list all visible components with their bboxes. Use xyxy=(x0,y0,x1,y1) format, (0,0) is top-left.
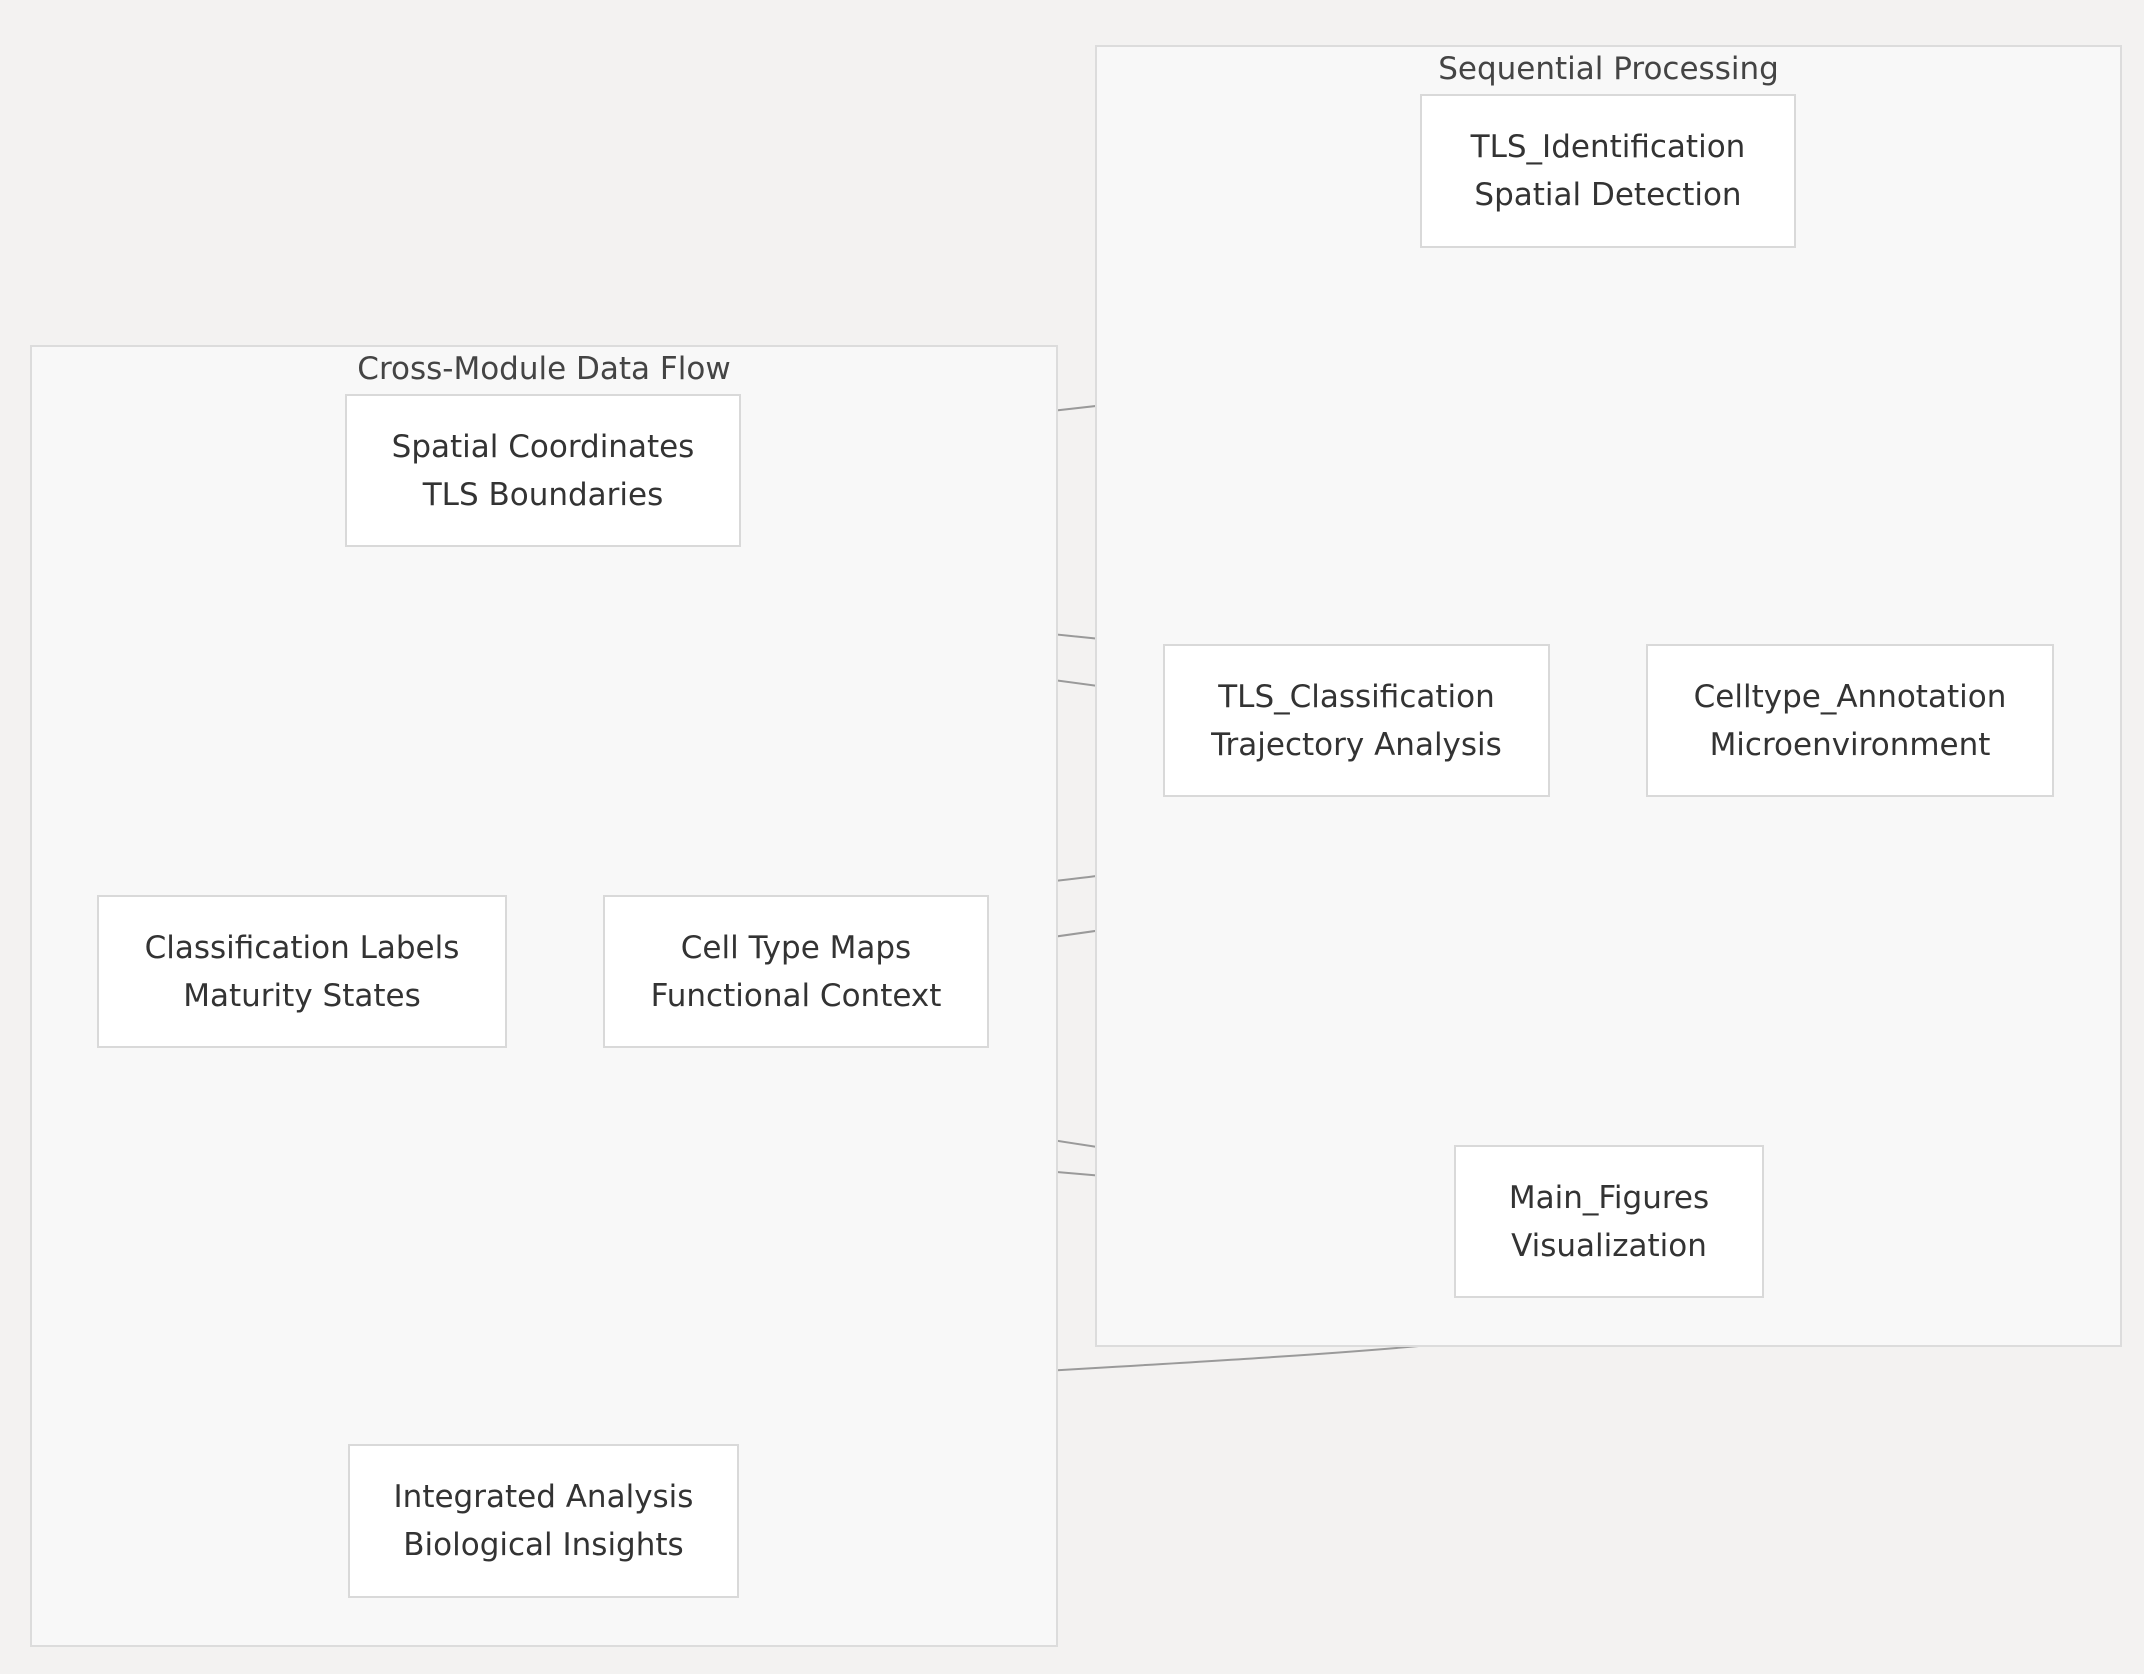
node-cell-type-maps[interactable]: Cell Type Maps Functional Context xyxy=(603,895,989,1048)
node-line-1: TLS_Classification xyxy=(1218,678,1495,715)
node-spatial-coordinates[interactable]: Spatial Coordinates TLS Boundaries xyxy=(345,394,741,547)
node-line-2: Biological Insights xyxy=(403,1527,684,1563)
node-line-2: Maturity States xyxy=(183,977,421,1014)
node-line-2: Functional Context xyxy=(650,977,942,1014)
node-line-1: Celltype_Annotation xyxy=(1693,678,2007,715)
node-tls-classification[interactable]: TLS_Classification Trajectory Analysis xyxy=(1163,644,1550,797)
node-line-1: Main_Figures xyxy=(1508,1179,1710,1216)
cluster-title: Sequential Processing xyxy=(1438,51,1779,87)
node-tls-identification[interactable]: TLS_Identification Spatial Detection xyxy=(1420,94,1796,248)
node-line-2: TLS Boundaries xyxy=(422,476,664,513)
node-line-2: Microenvironment xyxy=(1709,726,1991,763)
node-line-2: Trajectory Analysis xyxy=(1211,726,1502,763)
cluster-title: Cross-Module Data Flow xyxy=(357,351,731,387)
node-integrated-analysis[interactable]: Integrated Analysis Biological Insights xyxy=(348,1444,739,1598)
node-classification-labels[interactable]: Classification Labels Maturity States xyxy=(97,895,507,1048)
node-main-figures[interactable]: Main_Figures Visualization xyxy=(1454,1145,1764,1298)
node-celltype-annotation[interactable]: Celltype_Annotation Microenvironment xyxy=(1646,644,2054,797)
node-line-1: Cell Type Maps xyxy=(680,929,912,966)
node-line-1: Classification Labels xyxy=(144,929,460,966)
node-line-1: TLS_Identification xyxy=(1470,129,1746,165)
node-line-2: Visualization xyxy=(1511,1227,1707,1264)
node-line-1: Spatial Coordinates xyxy=(391,428,695,465)
node-line-2: Spatial Detection xyxy=(1474,177,1742,213)
node-line-1: Integrated Analysis xyxy=(393,1479,694,1515)
